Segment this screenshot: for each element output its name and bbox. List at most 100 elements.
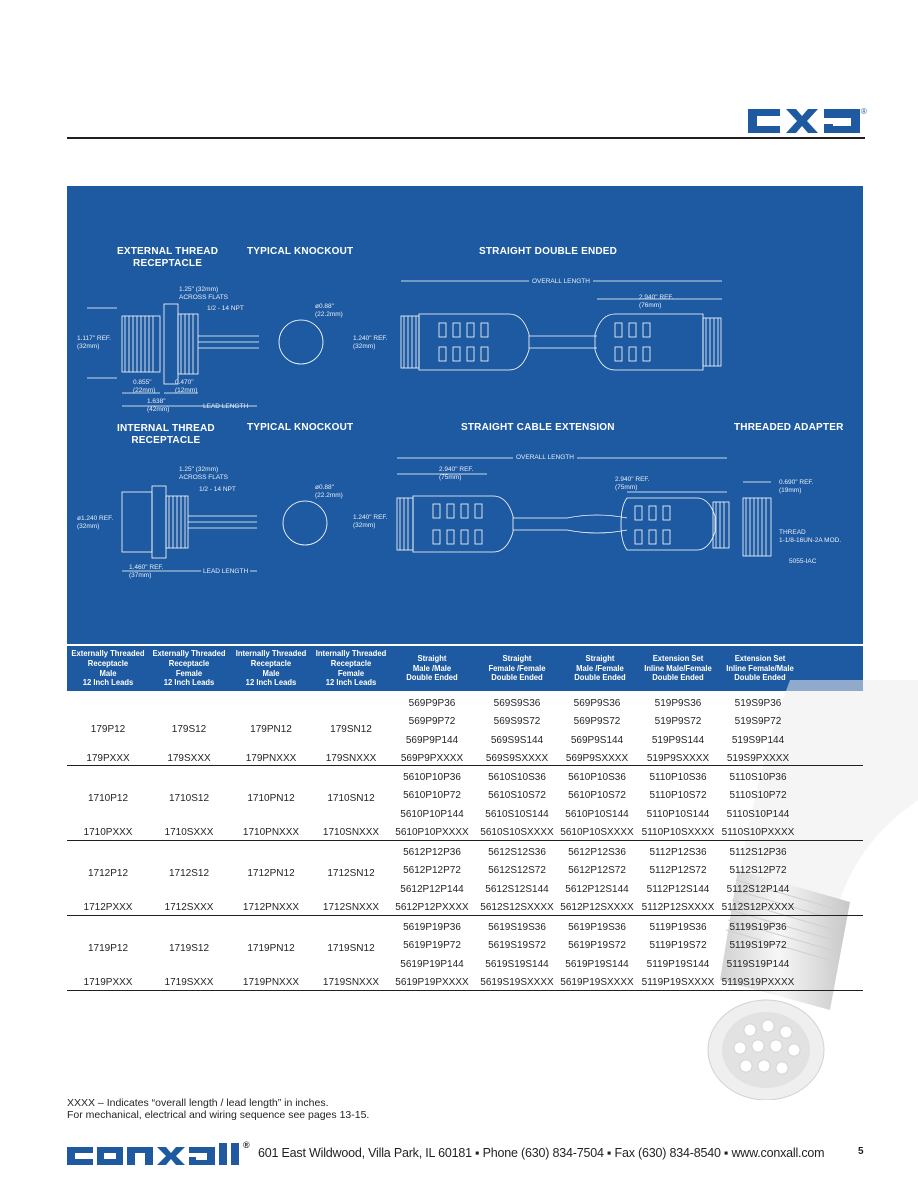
table-cell: 1712PN12 — [247, 868, 295, 879]
dim-2940-ref-2: 2.940" REF. (75mm) — [439, 466, 474, 481]
table-cell: 1712SNXXX — [322, 902, 380, 913]
registered-mark: ® — [861, 107, 867, 116]
table-cell: 5619S19S144 — [485, 959, 549, 970]
col-header-straight-ff: Straight Female /Female Double Ended — [488, 653, 546, 683]
table-cell: 569S9S144 — [490, 735, 544, 746]
table-cell: 5119P19S144 — [646, 959, 710, 970]
footer-address: 601 East Wildwood, Villa Park, IL 60181 … — [258, 1146, 825, 1160]
table-cell: 5110P10S144 — [646, 809, 710, 820]
col-header-straight-mm: Straight Male /Male Double Ended — [406, 653, 458, 683]
table-cell: 1719PXXX — [83, 977, 133, 988]
table-cell: 179SNXXX — [325, 753, 377, 764]
dim-1240-ref-1: 1.240" REF. (32mm) — [353, 335, 388, 350]
table-cell: 5610P10SXXXX — [560, 827, 634, 838]
table-cell: 179PNXXX — [245, 753, 297, 764]
table-cell: 5110P10S72 — [649, 790, 707, 801]
table-cell: 5610S10S36 — [488, 772, 546, 783]
table-cell: 5112S12P36 — [729, 847, 787, 858]
dim-1460-ref: 1.460" REF. (37mm) — [129, 564, 164, 579]
table-cell: 5119P19S36 — [649, 922, 707, 933]
table-cell: 1719SXXX — [164, 977, 214, 988]
table-cell: 569P9P72 — [408, 716, 456, 727]
table-cell: 569S9S72 — [493, 716, 541, 727]
table-cell: 5612S12SXXXX — [480, 902, 554, 913]
table-cell: 1710S12 — [168, 793, 210, 804]
connector-photo — [700, 680, 918, 1101]
table-cell: 5612P12P144 — [400, 884, 464, 895]
col-header-int-male: Internally Threaded Receptacle Male 12 I… — [235, 648, 307, 688]
table-cell: 519P9S144 — [651, 735, 705, 746]
heading-internal-thread-receptacle: INTERNAL THREAD RECEPTACLE — [117, 423, 215, 446]
footnotes: XXXX – Indicates “overall length / lead … — [67, 1097, 369, 1121]
table-cell: 519S9P144 — [731, 735, 785, 746]
table-cell: 5119S19P36 — [729, 922, 787, 933]
table-cell: 5112P12S144 — [646, 884, 710, 895]
dim-overall-length-2: OVERALL LENGTH — [513, 454, 577, 462]
table-cell: 5612S12S144 — [485, 884, 549, 895]
connector-drawings — [87, 280, 772, 572]
dim-npt-2: 1/2 - 14 NPT — [199, 486, 236, 493]
table-cell: 1710SNXXX — [322, 827, 380, 838]
table-cell: 5110P10SXXXX — [641, 827, 715, 838]
dim-1240-ref-2: 1.240" REF. (32mm) — [353, 514, 388, 529]
table-cell: 5110S10P72 — [729, 790, 787, 801]
table-cell: 5119S19P144 — [726, 959, 790, 970]
dim-lead-length-1: LEAD LENGTH — [203, 403, 249, 410]
table-cell: 5619P19S72 — [568, 940, 626, 951]
table-cell: 1710PN12 — [247, 793, 295, 804]
table-cell: 5610P10P144 — [400, 809, 464, 820]
dim-across-flats-1: 1.25" (32mm) ACROSS FLATS — [179, 286, 229, 301]
table-cell: 5119P19S72 — [649, 940, 707, 951]
col-header-int-female: Internally Threaded Receptacle Female 12… — [315, 648, 387, 688]
table-cell: 519P9SXXXX — [646, 753, 710, 764]
table-cell: 5610P10P72 — [403, 790, 461, 801]
table-cell: 1710PNXXX — [242, 827, 300, 838]
table-cell: 5610P10S144 — [565, 809, 629, 820]
page-number: 5 — [858, 1146, 864, 1157]
table-cell: 569P9PXXXX — [400, 753, 464, 764]
table-cell: 5112S12P144 — [726, 884, 790, 895]
table-cell: 1712SN12 — [327, 868, 375, 879]
col-header-ext-male: Externally Threaded Receptacle Male 12 I… — [71, 648, 145, 688]
table-cell: 5619P19S144 — [565, 959, 629, 970]
table-cell: 5610P10S72 — [568, 790, 626, 801]
table-cell: 5610P10P36 — [403, 772, 461, 783]
table-cell: 5610P10PXXXX — [395, 827, 469, 838]
footnote-pages: For mechanical, electrical and wiring se… — [67, 1109, 370, 1121]
table-cell: 1712PXXX — [83, 902, 133, 913]
dim-0690-ref: 0.690" REF. (19mm) — [779, 479, 814, 494]
table-cell: 569P9SXXXX — [565, 753, 629, 764]
table-cell: 5619P19P72 — [403, 940, 461, 951]
table-cell: 5119S19P72 — [729, 940, 787, 951]
dim-1240-dia: ø1.240 REF. (32mm) — [77, 515, 114, 530]
table-cell: 519S9PXXXX — [726, 753, 790, 764]
table-cell: 179PN12 — [250, 724, 292, 735]
table-cell: 569S9S36 — [493, 698, 541, 709]
table-cell: 5619P19SXXXX — [560, 977, 634, 988]
dim-1117-ref: 1.117" REF. (32mm) — [77, 335, 111, 350]
table-cell: 1719S12 — [168, 943, 210, 954]
table-cell: 519P9S72 — [654, 716, 702, 727]
table-cell: 5119P19SXXXX — [641, 977, 715, 988]
table-cell: 5612P12P36 — [403, 847, 461, 858]
col-header-ext-female: Externally Threaded Receptacle Female 12… — [152, 648, 226, 688]
part-number-table-body: 179P12 179S12 179PN12 179SN12 179PXXX 17… — [67, 691, 863, 991]
table-cell: 5619S19S72 — [488, 940, 546, 951]
table-cell: 179S12 — [171, 724, 207, 735]
table-cell: 1710PXXX — [83, 827, 133, 838]
col-header-straight-mf: Straight Male /Female Double Ended — [574, 653, 626, 683]
table-cell: 5612P12S36 — [568, 847, 626, 858]
table-cell: 569P9S144 — [570, 735, 624, 746]
table-cell: 1712S12 — [168, 868, 210, 879]
table-cell: 5612P12S144 — [565, 884, 629, 895]
table-cell: 5110S10P36 — [729, 772, 787, 783]
conxall-logo — [67, 1143, 243, 1174]
col-header-ext-set-fm: Extension Set Inline Female/Male Double … — [726, 653, 794, 683]
registered-mark-footer: ® — [243, 1140, 250, 1150]
heading-straight-cable-extension: STRAIGHT CABLE EXTENSION — [461, 422, 615, 433]
table-cell: 5619S19S36 — [488, 922, 546, 933]
table-cell: 5619S19SXXXX — [480, 977, 554, 988]
table-cell: 5610P10S36 — [568, 772, 626, 783]
table-cell: 5119S19PXXXX — [721, 977, 795, 988]
table-cell: 569P9S36 — [573, 698, 621, 709]
